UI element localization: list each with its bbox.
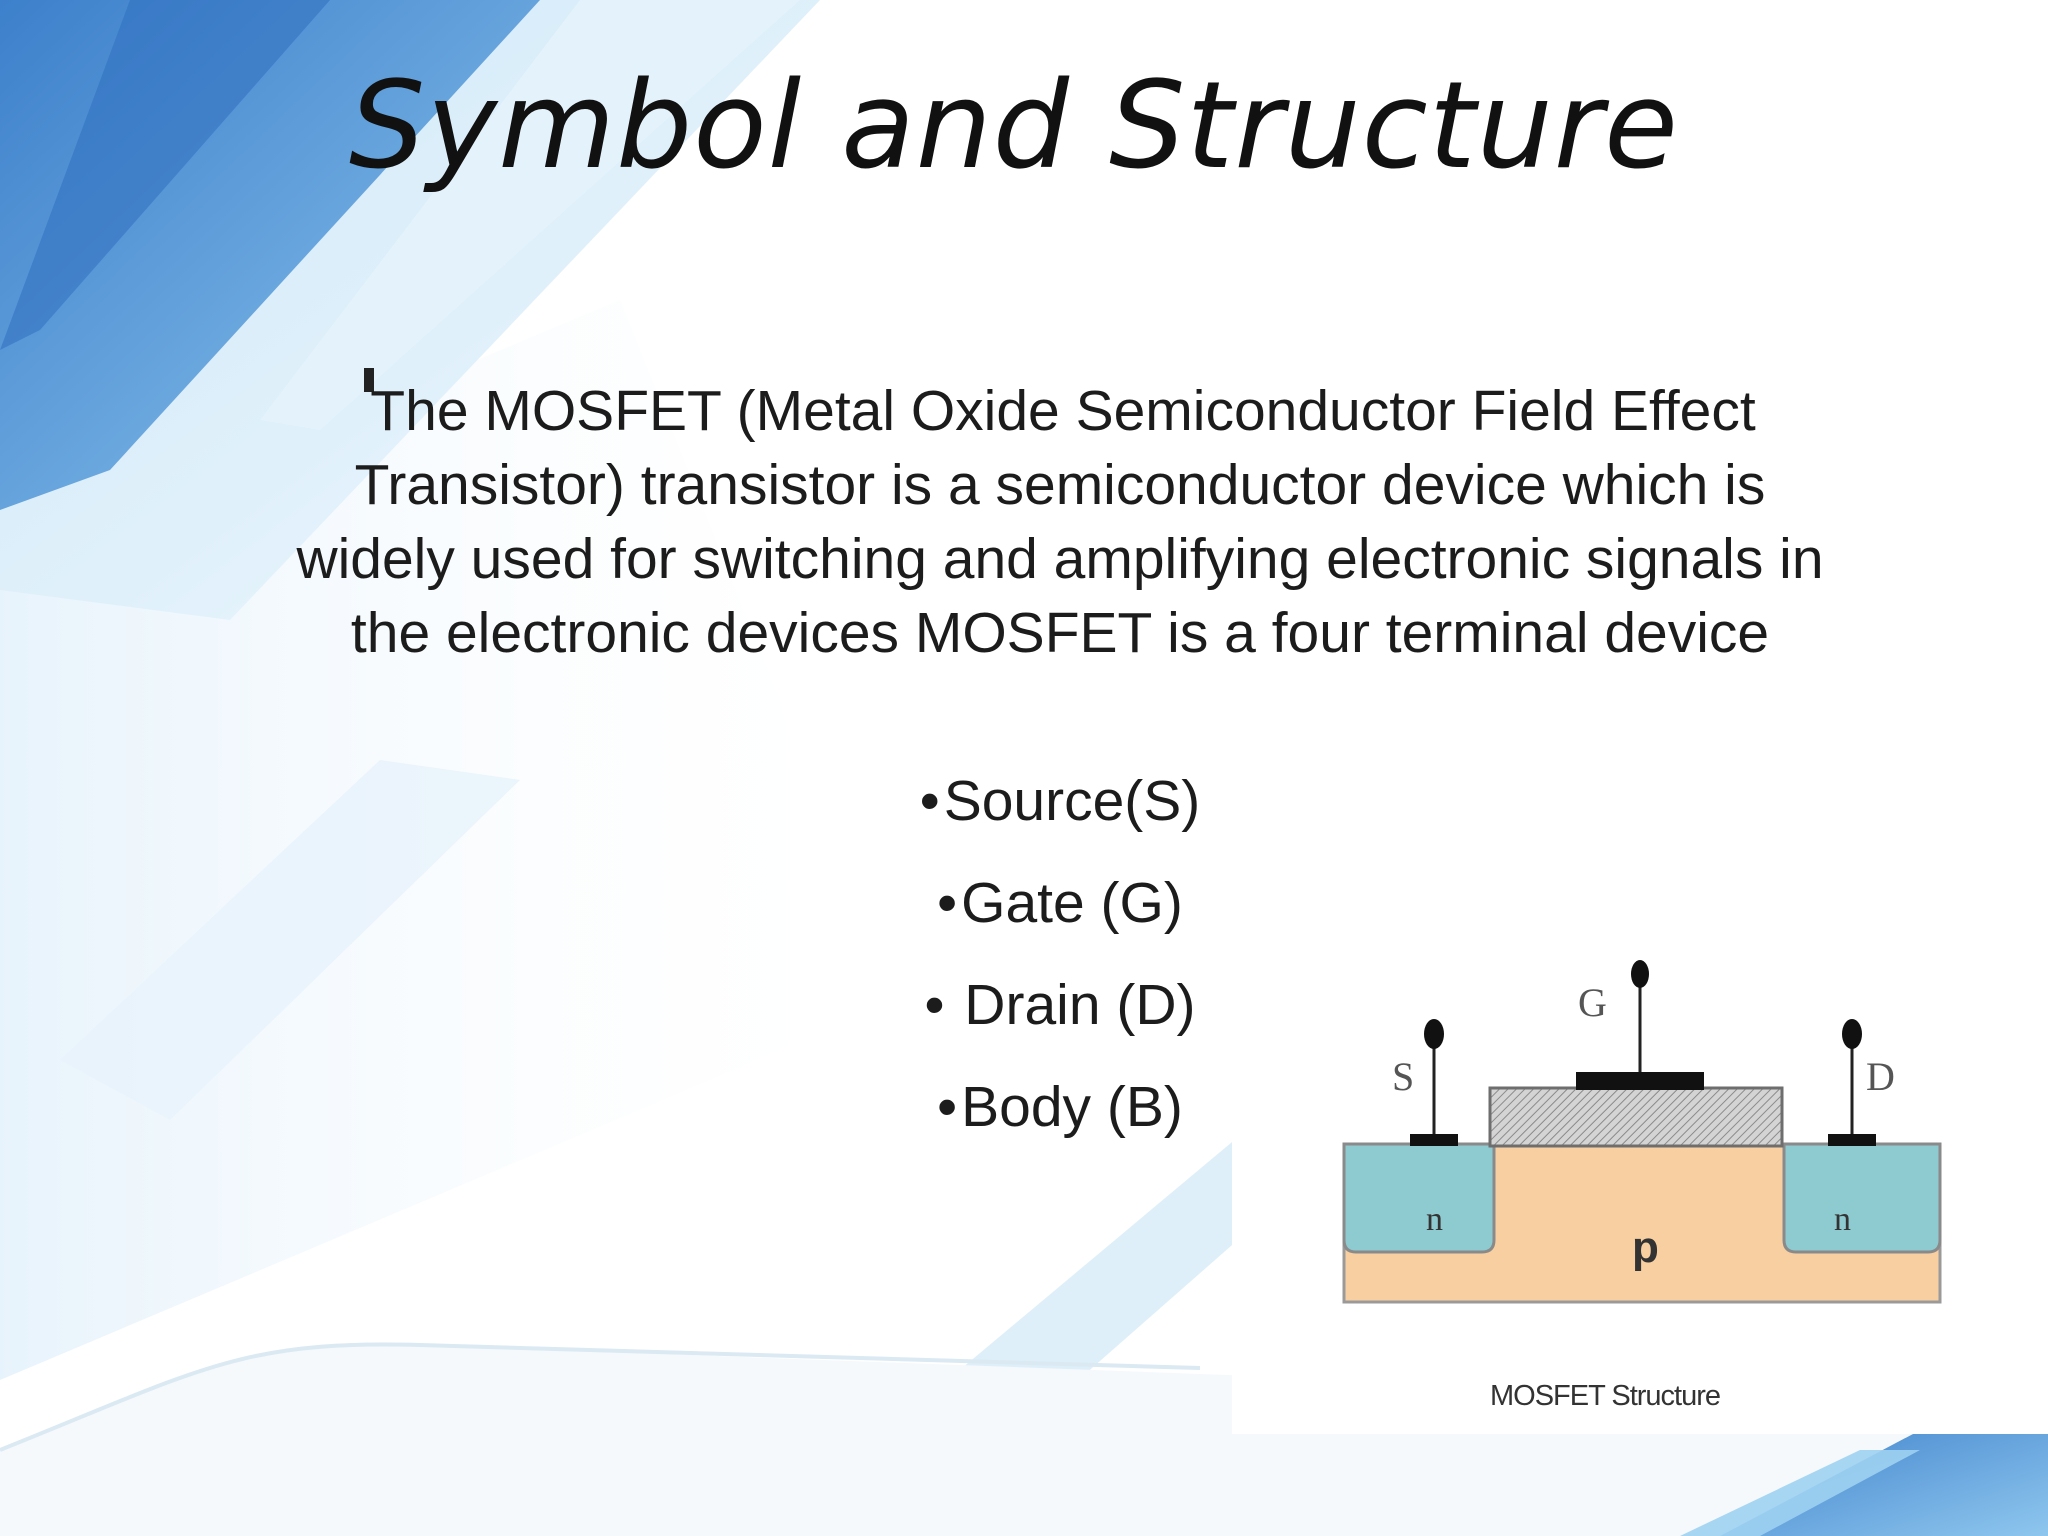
n-region-left: [1342, 1142, 1496, 1254]
list-item-label: Source(S): [943, 769, 1201, 833]
p-substrate-label: p: [1632, 1223, 1659, 1272]
gate-metal: [1576, 1072, 1704, 1090]
list-item-label: Drain (D): [948, 973, 1196, 1037]
slide-title: Symbol and Structure: [349, 57, 1679, 196]
source-label: S: [1392, 1054, 1414, 1099]
n-region-left-label: n: [1426, 1201, 1443, 1238]
n-region-right: [1782, 1142, 1942, 1254]
list-item-drain: • Drain (D): [880, 970, 1240, 1072]
drain-contact: [1828, 1134, 1876, 1146]
description-paragraph: The MOSFET (Metal Oxide Semiconductor Fi…: [270, 368, 1850, 670]
bullet-dot: •: [919, 769, 940, 833]
gate-oxide: [1488, 1086, 1784, 1148]
bullet-dot: •: [924, 973, 945, 1037]
drain-label: D: [1866, 1054, 1895, 1099]
paragraph-marker: [364, 368, 375, 392]
list-item-label: Body (B): [961, 1075, 1183, 1139]
mosfet-structure-diagram: S G D n n p MOSFET Structure: [1232, 940, 2048, 1434]
mosfet-diagram-graphic: S G D n n p: [1342, 960, 1942, 1304]
list-item-gate: •Gate (G): [880, 868, 1240, 970]
list-item-source: •Source(S): [880, 766, 1240, 868]
bullet-dot: •: [937, 871, 958, 935]
list-item-body: •Body (B): [880, 1072, 1240, 1174]
drain-terminal-dot: [1842, 1019, 1862, 1049]
gate-terminal-dot: [1631, 960, 1649, 988]
diagram-caption: MOSFET Structure: [1489, 1380, 1721, 1412]
n-region-right-label: n: [1834, 1201, 1851, 1238]
bullet-dot: •: [937, 1075, 958, 1139]
terminal-list: •Source(S) •Gate (G) • Drain (D) •Body (…: [880, 766, 1240, 1174]
gate-label: G: [1578, 980, 1607, 1025]
list-item-label: Gate (G): [961, 871, 1183, 935]
source-contact: [1410, 1134, 1458, 1146]
paragraph-text: The MOSFET (Metal Oxide Semiconductor Fi…: [296, 379, 1824, 665]
source-terminal-dot: [1424, 1019, 1444, 1049]
